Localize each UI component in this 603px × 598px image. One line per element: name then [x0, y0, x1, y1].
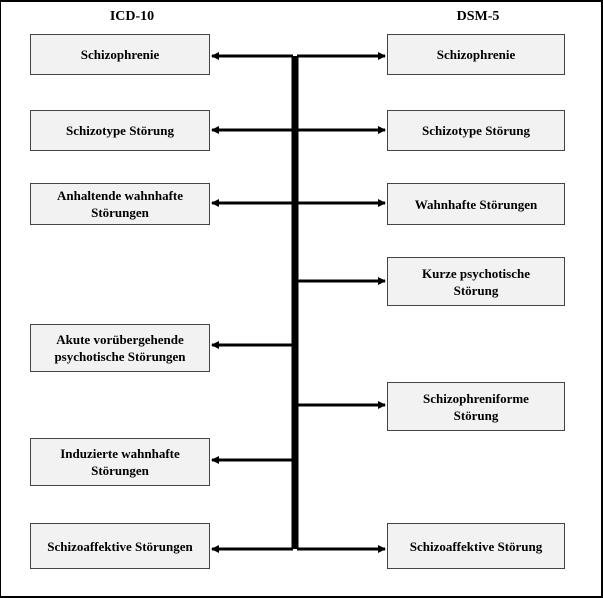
dsm5-box-schizotype: Schizotype Störung — [387, 110, 565, 151]
icd10-header: ICD-10 — [109, 9, 155, 24]
dsm5-box-schizophrenie: Schizophrenie — [387, 34, 565, 75]
icd10-box-schizoaffektive: Schizoaffektive Störungen — [30, 523, 210, 569]
icd10-box-schizophrenie: Schizophrenie — [30, 34, 210, 75]
icd10-box-schizotype: Schizotype Störung — [30, 110, 210, 151]
icd10-box-anhaltende-wahnhafte: Anhaltende wahnhafte Störungen — [30, 183, 210, 225]
icd10-box-akute-voruebergehende: Akute vorübergehende psychotische Störun… — [30, 324, 210, 372]
icd10-box-induzierte-wahnhafte: Induzierte wahnhafte Störungen — [30, 438, 210, 486]
dsm5-box-schizophreniforme: Schizophreniforme Störung — [387, 382, 565, 431]
dsm5-box-schizoaffektive: Schizoaffektive Störung — [387, 523, 565, 569]
dsm5-box-wahnhafte: Wahnhafte Störungen — [387, 183, 565, 225]
dsm5-box-kurze-psychotische: Kurze psychotische Störung — [387, 257, 565, 306]
dsm5-header: DSM-5 — [456, 9, 500, 24]
